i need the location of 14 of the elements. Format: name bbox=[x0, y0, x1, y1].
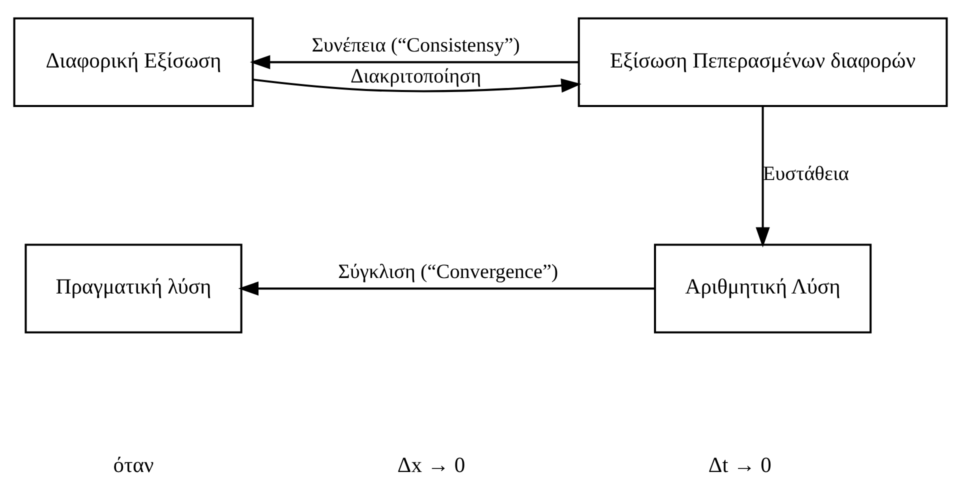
edge-label: Συνέπεια (“Consistensy”) bbox=[312, 34, 520, 56]
arrow bbox=[756, 106, 770, 247]
node-box: Εξίσωση Πεπερασμένων διαφορών bbox=[578, 16, 948, 106]
node-box: Πραγματική λύση bbox=[24, 243, 242, 333]
label: όταν bbox=[113, 452, 154, 477]
label: Δx → 0 bbox=[397, 452, 466, 477]
arrow bbox=[252, 78, 582, 92]
arrow bbox=[250, 54, 579, 69]
arrow bbox=[238, 280, 655, 296]
node-box: Αριθμητική Λύση bbox=[654, 243, 872, 333]
edge-label: Διακριτοποίηση bbox=[350, 64, 482, 87]
node-box: Διαφορική Εξίσωση bbox=[13, 16, 254, 106]
edge-label: Σύγκλιση (“Convergence”) bbox=[338, 260, 558, 282]
label: Δt → 0 bbox=[708, 452, 772, 477]
